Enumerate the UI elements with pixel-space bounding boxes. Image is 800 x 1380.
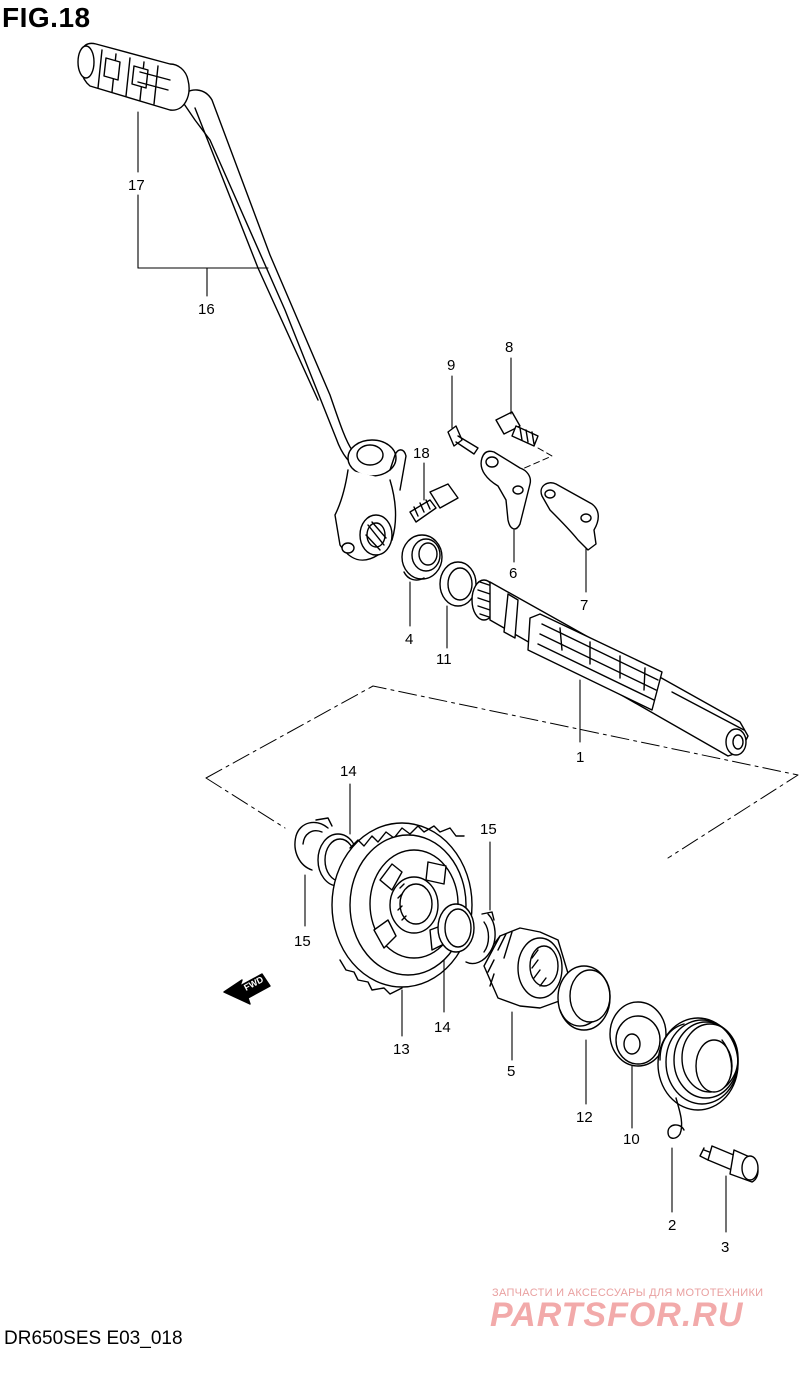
guide-bolt-part-3[interactable] (699, 1145, 759, 1233)
callout-18: 18 (413, 445, 430, 462)
diagram-model-code: DR650SES E03_018 (4, 1328, 183, 1349)
grip-part-17[interactable] (77, 42, 190, 111)
callout-11: 11 (436, 651, 452, 668)
ratchet-part-5[interactable] (483, 927, 571, 1061)
callout-7: 7 (580, 597, 588, 614)
callout-1: 1 (576, 749, 584, 766)
kick-gear-part-13[interactable] (331, 822, 473, 1037)
circlip-part-15-left[interactable] (294, 817, 333, 927)
callout-17: 17 (128, 177, 145, 194)
callout-15-right: 15 (480, 821, 497, 838)
assembly-outline (205, 685, 799, 859)
kick-lever-part-16[interactable] (179, 89, 407, 561)
callout-4: 4 (405, 631, 413, 648)
callout-12: 12 (576, 1109, 593, 1126)
callout-6: 6 (509, 565, 517, 582)
oil-seal-part-4[interactable] (401, 534, 443, 627)
callout-3: 3 (721, 1239, 729, 1256)
watermark-tagline: ЗАПЧАСТИ И АКСЕССУАРЫ ДЛЯ МОТОТЕХНИКИ (492, 1287, 764, 1299)
callout-5: 5 (507, 1063, 515, 1080)
return-spring-part-2[interactable] (657, 1017, 739, 1213)
leader-17-16 (137, 111, 269, 297)
guide-plate-part-7[interactable] (540, 482, 599, 593)
bolt-part-18[interactable] (409, 462, 459, 523)
callout-13: 13 (393, 1041, 410, 1058)
callout-2: 2 (668, 1217, 676, 1234)
callout-9: 9 (447, 357, 455, 374)
forward-direction-arrow: FWD (223, 973, 271, 1005)
watermark-logo: PARTSFOR.RU (490, 1296, 744, 1334)
washer-part-10[interactable] (609, 1001, 667, 1129)
bolt-part-8[interactable] (495, 357, 539, 447)
screw-part-9[interactable] (447, 375, 479, 455)
figure-title: FIG.18 (2, 2, 91, 33)
washer-part-14-right[interactable] (437, 903, 475, 1013)
callout-14-upper: 14 (340, 763, 357, 780)
assembly-link-dashed (519, 447, 553, 471)
spring-part-12[interactable] (557, 965, 611, 1105)
callout-15-left: 15 (294, 933, 311, 950)
stopper-plate-part-6[interactable] (480, 450, 532, 563)
callout-8: 8 (505, 339, 513, 356)
washer-part-11[interactable] (439, 561, 477, 649)
callout-14-lower: 14 (434, 1019, 451, 1036)
part-number-labels: 17 16 9 8 18 6 7 4 11 1 14 15 15 14 13 5… (128, 177, 729, 1256)
callout-16: 16 (198, 301, 215, 318)
kick-shaft-part-1[interactable] (471, 579, 749, 757)
circlip-part-15-right[interactable] (465, 841, 496, 965)
callout-10: 10 (623, 1131, 640, 1148)
